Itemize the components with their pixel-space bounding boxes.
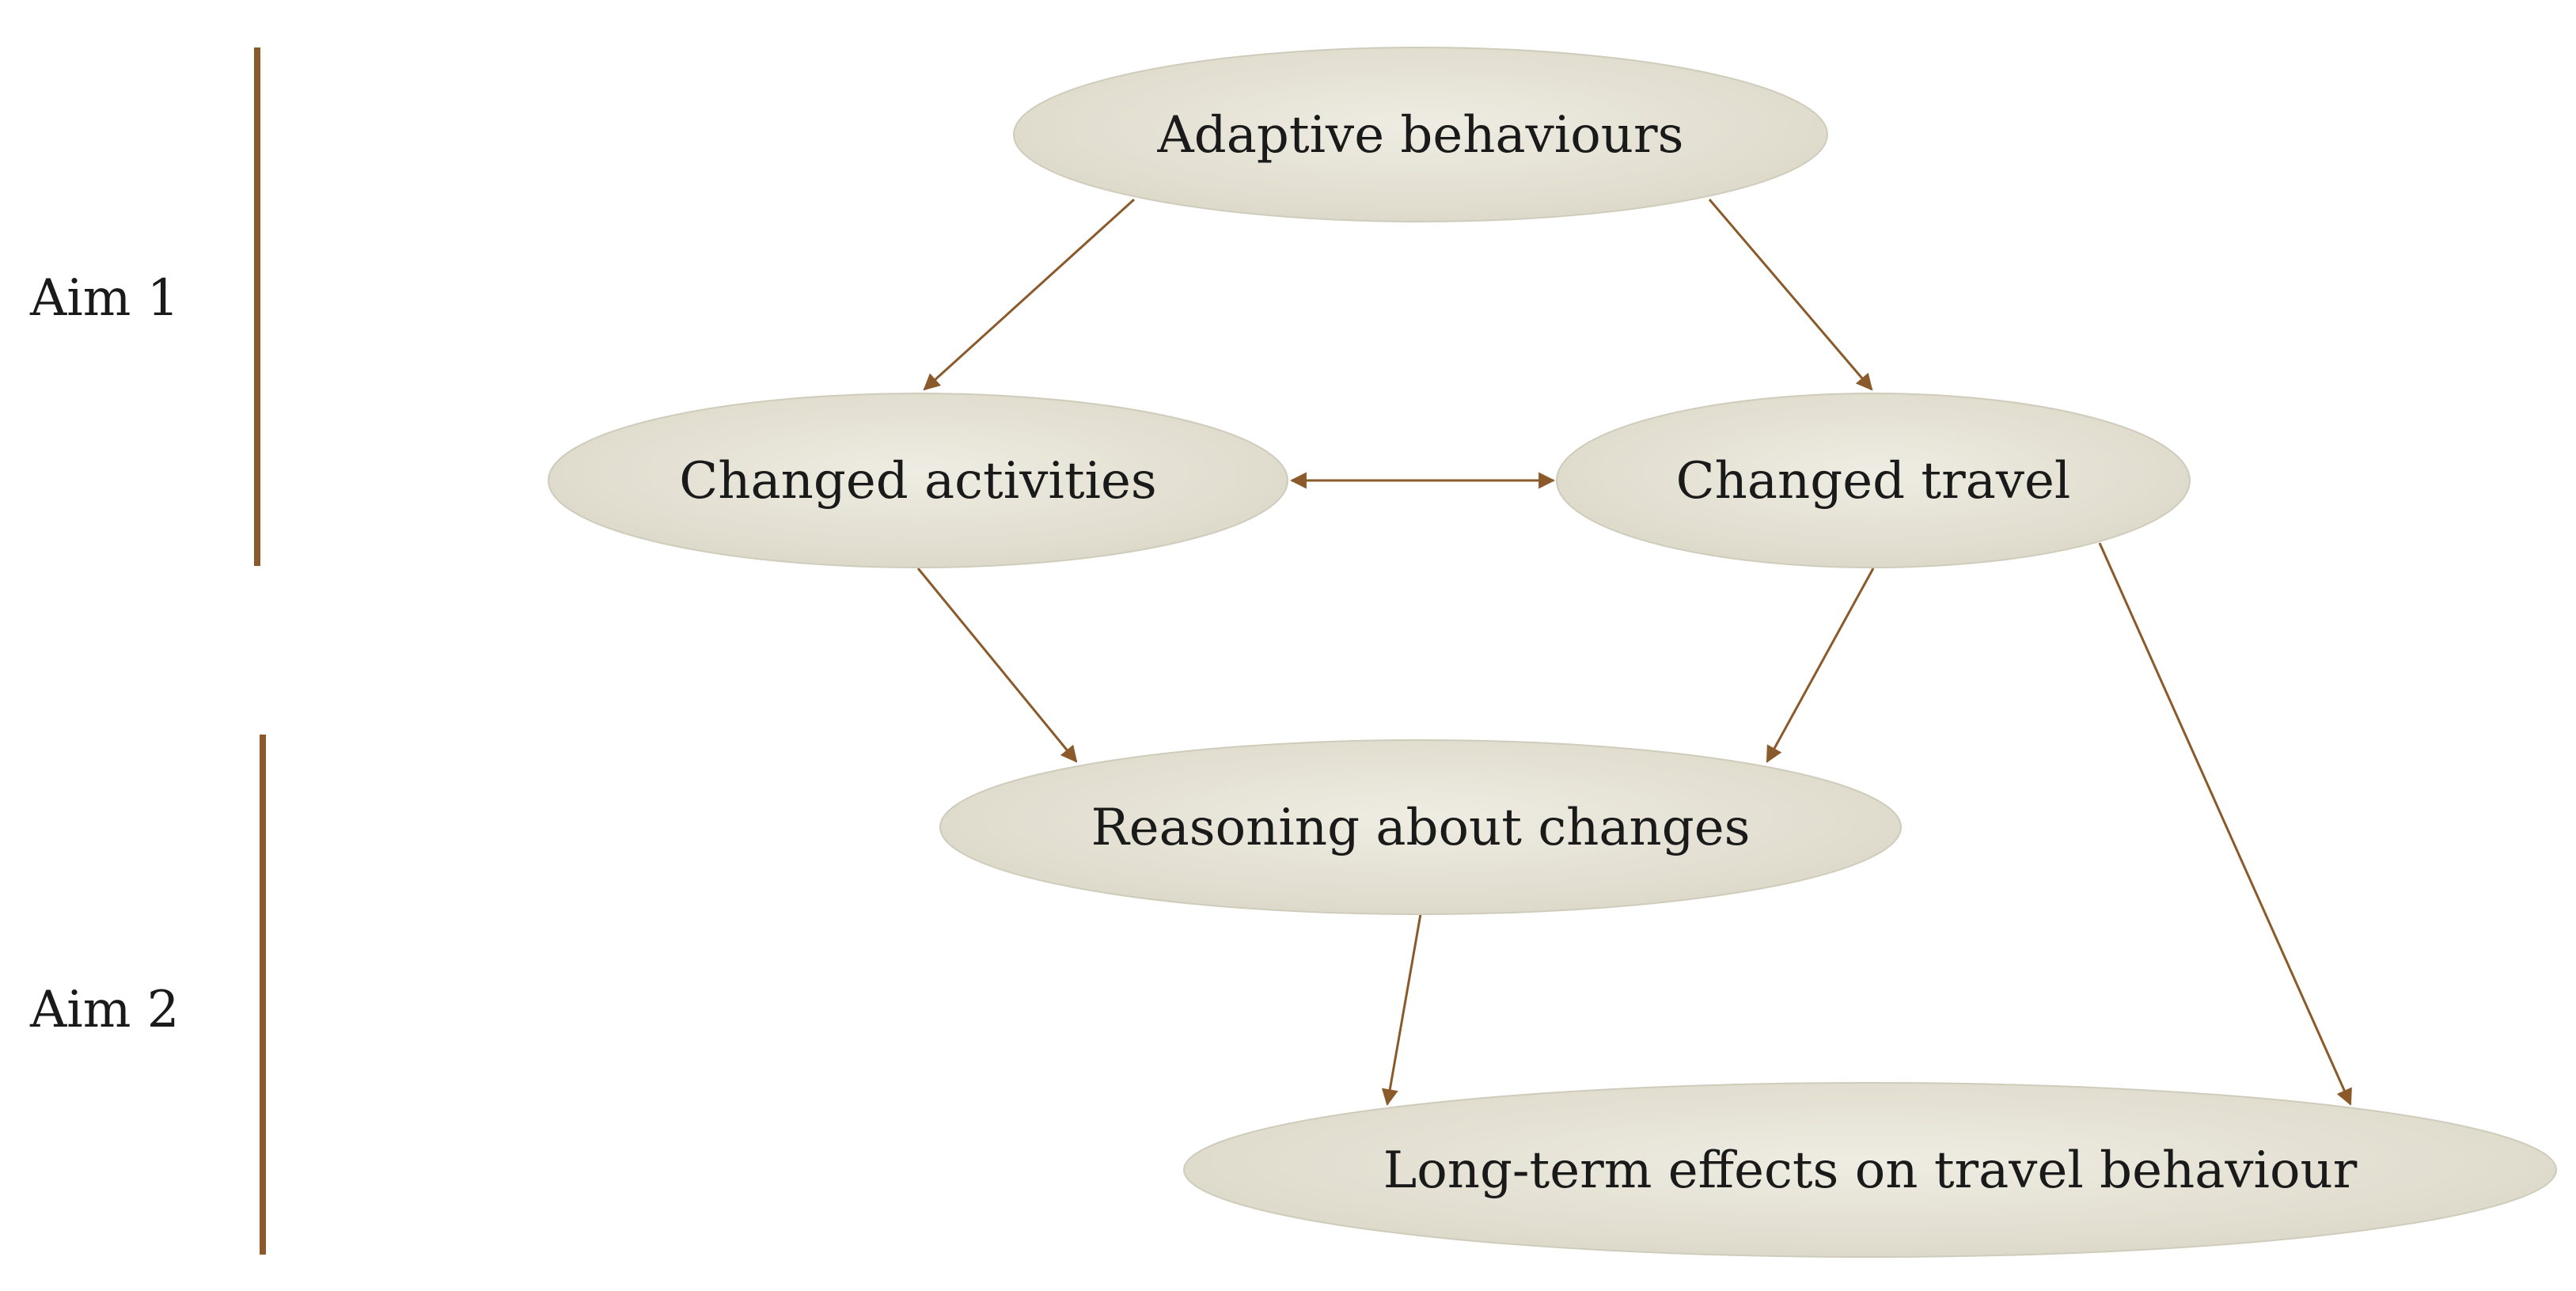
node-travel-ellipse	[1556, 393, 2191, 568]
aim-1-label: Aim 1	[29, 269, 179, 328]
node-long-term-effects: Long-term effects on travel behaviour	[1183, 1082, 2557, 1258]
node-adaptive-ellipse	[1013, 47, 1828, 222]
aim-1-group: Aim 1	[29, 47, 260, 566]
node-reasoning-about-changes: Reasoning about changes	[939, 739, 1902, 915]
edge-activities-to-reasoning	[916, 568, 1078, 763]
aim-2-group: Aim 2	[29, 735, 266, 1255]
node-travel-label: Changed travel	[1676, 452, 2071, 511]
node-reasoning-ellipse	[939, 739, 1902, 915]
node-activities-label: Changed activities	[679, 452, 1156, 511]
node-adaptive-label: Adaptive behaviours	[1157, 106, 1684, 165]
edge-travel-to-longterm	[2098, 542, 2352, 1106]
edge-adaptive-to-travel	[1708, 199, 1873, 391]
edge-travel-to-reasoning	[1766, 568, 1875, 763]
node-longterm-ellipse	[1183, 1082, 2557, 1258]
node-reasoning-label: Reasoning about changes	[1091, 799, 1751, 857]
node-adaptive-behaviours: Adaptive behaviours	[1013, 47, 1828, 222]
edges-layer	[916, 198, 2352, 1107]
node-changed-travel: Changed travel	[1556, 393, 2191, 568]
aim-2-label: Aim 2	[29, 981, 179, 1039]
edge-reasoning-to-longterm	[1381, 913, 1422, 1107]
node-longterm-label: Long-term effects on travel behaviour	[1383, 1141, 2358, 1200]
node-changed-activities: Changed activities	[548, 393, 1288, 568]
node-activities-ellipse	[548, 393, 1288, 568]
edge-adaptive-to-activities	[923, 198, 1136, 391]
